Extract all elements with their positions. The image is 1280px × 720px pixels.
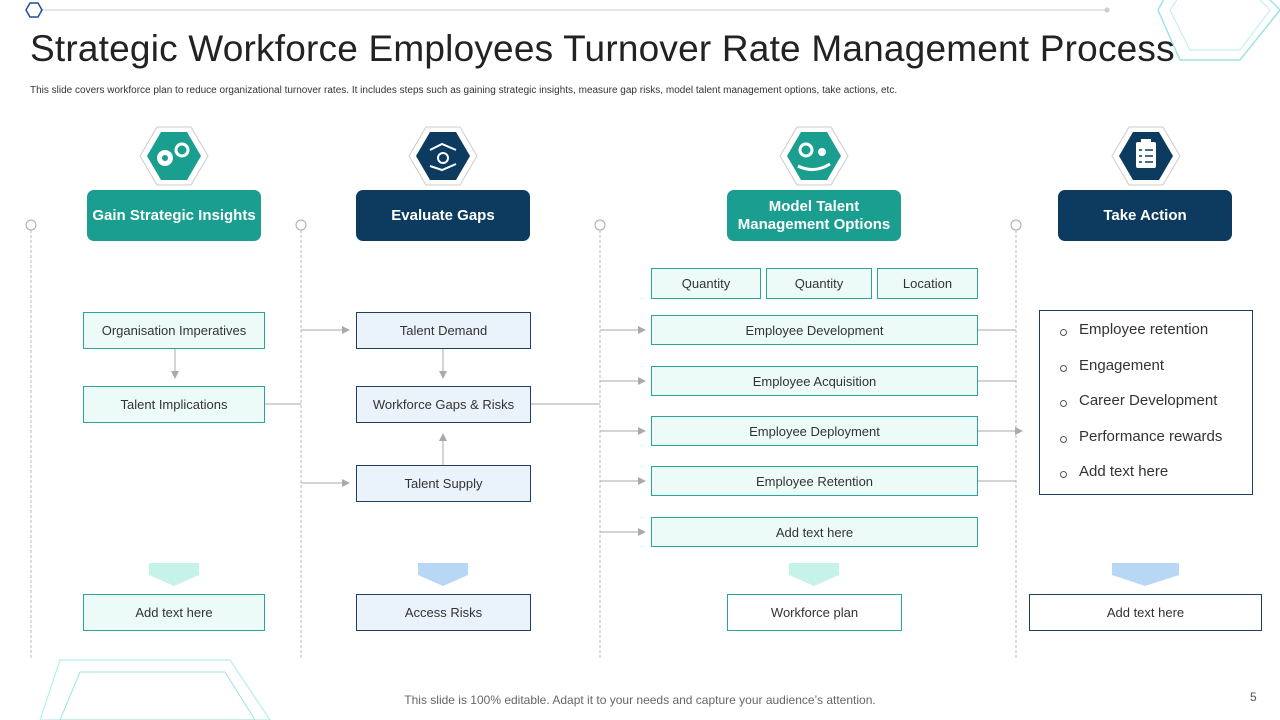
node-talent-demand: Talent Demand (356, 312, 531, 349)
header-evaluate-gaps: Evaluate Gaps (356, 190, 530, 241)
list-item: Employee retention (1060, 321, 1252, 357)
tag-quantity-1: Quantity (651, 268, 761, 299)
list-item: Performance rewards (1060, 428, 1252, 464)
action-list: Employee retention Engagement Career Dev… (1039, 310, 1253, 495)
node-employee-acquisition: Employee Acquisition (651, 366, 978, 396)
corner-hexagon-icon (25, 2, 43, 18)
chevron-down-icon (149, 563, 199, 586)
gear-people-hand-icon (779, 126, 849, 186)
node-workforce-gaps-risks: Workforce Gaps & Risks (356, 386, 531, 423)
node-talent-supply: Talent Supply (356, 465, 531, 502)
chevron-down-icon (418, 563, 468, 586)
head-gears-icon (139, 126, 209, 186)
page-title: Strategic Workforce Employees Turnover R… (30, 28, 1175, 69)
list-item: Engagement (1060, 357, 1252, 393)
header-take-action: Take Action (1058, 190, 1232, 241)
bottom-box-col4: Add text here (1029, 594, 1262, 631)
node-talent-implications: Talent Implications (83, 386, 265, 423)
node-employee-deployment: Employee Deployment (651, 416, 978, 446)
bottom-box-col3: Workforce plan (727, 594, 902, 631)
handshake-search-icon (408, 126, 478, 186)
list-item: Career Development (1060, 392, 1252, 428)
page-number: 5 (1250, 690, 1257, 704)
header-gain-strategic-insights: Gain Strategic Insights (87, 190, 261, 241)
chevron-down-icon (1112, 563, 1179, 586)
header-model-talent-options: Model Talent Management Options (727, 190, 901, 241)
bottom-box-col1: Add text here (83, 594, 265, 631)
node-employee-retention: Employee Retention (651, 466, 978, 496)
footer-note: This slide is 100% editable. Adapt it to… (404, 693, 876, 707)
tag-quantity-2: Quantity (766, 268, 872, 299)
bottom-box-col2: Access Risks (356, 594, 531, 631)
clipboard-checklist-icon (1111, 126, 1181, 186)
page-subtitle: This slide covers workforce plan to redu… (30, 85, 898, 96)
list-item: Add text here (1060, 463, 1252, 499)
node-organisation-imperatives: Organisation Imperatives (83, 312, 265, 349)
node-add-text: Add text here (651, 517, 978, 547)
node-employee-development: Employee Development (651, 315, 978, 345)
tag-location: Location (877, 268, 978, 299)
chevron-down-icon (789, 563, 839, 586)
